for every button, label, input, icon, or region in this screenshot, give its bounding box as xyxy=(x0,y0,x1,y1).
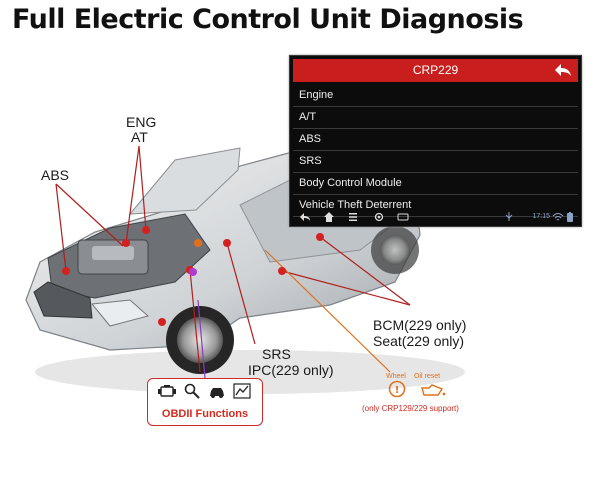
label-abs: ABS xyxy=(41,167,70,183)
battery-icon xyxy=(567,212,573,222)
ecu-dot-abs-front xyxy=(62,267,70,275)
list-item-at[interactable]: A/T xyxy=(293,107,578,129)
home-icon[interactable] xyxy=(323,211,335,223)
status-time: 17:15 xyxy=(532,213,550,220)
front-rim xyxy=(177,317,223,363)
ecu-dot-reset xyxy=(194,239,202,247)
callout-line-bcm-2 xyxy=(281,270,411,306)
rear-rim xyxy=(380,235,410,265)
callout-line-eng xyxy=(138,145,147,231)
vin-car-icon xyxy=(210,388,224,398)
ecu-dot-srs xyxy=(223,239,231,247)
obd-functions-label: OBDII Functions xyxy=(161,408,249,420)
keyboard-icon[interactable] xyxy=(397,211,409,223)
camera-icon[interactable] xyxy=(373,211,385,223)
label-seat: Seat(229 only) xyxy=(373,333,465,349)
callout-line-abs-1 xyxy=(55,183,67,272)
system-list: Engine A/T ABS SRS Body Control Module V… xyxy=(293,85,578,217)
maintenance-wrench-icon: ! xyxy=(388,380,406,398)
reset-support-note: (only CRP129/229 support) xyxy=(362,404,459,413)
list-item-srs[interactable]: SRS xyxy=(293,151,578,173)
callout-line-abs-2 xyxy=(55,183,124,247)
svg-text:!: ! xyxy=(395,385,400,396)
ecu-dot-seat xyxy=(278,267,286,275)
usb-icon xyxy=(505,212,513,221)
car-shadow xyxy=(35,350,465,394)
list-item-abs[interactable]: ABS xyxy=(293,129,578,151)
engine-check-icon xyxy=(158,385,176,397)
front-grille xyxy=(33,281,93,319)
label-ipc: IPC(229 only) xyxy=(248,362,334,378)
status-bar: 17:15 xyxy=(293,210,578,224)
callout-line-ipc xyxy=(189,269,201,373)
data-graph-icon xyxy=(233,383,251,399)
callout-line-obd xyxy=(197,299,206,379)
callout-line-srs xyxy=(226,242,256,345)
ecu-dot-abs-rear xyxy=(158,318,166,326)
label-at: AT xyxy=(131,129,148,145)
search-icon xyxy=(184,383,200,399)
page-title: Full Electric Control Unit Diagnosis xyxy=(12,4,524,35)
list-item-engine[interactable]: Engine xyxy=(293,85,578,107)
ecu-dot-bcm xyxy=(316,233,324,241)
ecu-dot-at xyxy=(122,239,130,247)
windshield xyxy=(128,147,241,215)
screen-title: CRP229 xyxy=(412,63,459,77)
back-arrow-icon[interactable] xyxy=(554,62,572,78)
obd-functions-panel: OBDII Functions xyxy=(147,378,263,426)
screen-header: CRP229 xyxy=(293,59,578,82)
headlight xyxy=(91,299,150,327)
reset-label-maintenance: Wheel xyxy=(386,373,406,380)
list-item-vehicle-theft-deterrent[interactable]: Vehicle Theft Deterrent xyxy=(293,195,578,217)
label-srs: SRS xyxy=(262,346,291,362)
menu-icon[interactable] xyxy=(347,211,359,223)
back-icon[interactable] xyxy=(299,211,311,223)
oil-can-icon xyxy=(421,384,446,396)
engine-cover xyxy=(92,246,134,260)
reset-label-oil: Oil reset xyxy=(414,373,441,380)
list-item-body-control-module[interactable]: Body Control Module xyxy=(293,173,578,195)
label-eng: ENG xyxy=(126,114,157,130)
ecu-dot-obd xyxy=(189,268,197,276)
scanner-screen: CRP229 Engine A/T ABS SRS Body Control M… xyxy=(289,55,582,227)
label-bcm: BCM(229 only) xyxy=(373,317,467,333)
wifi-icon xyxy=(552,213,564,221)
callout-line-bcm-1 xyxy=(319,236,411,306)
ecu-dot-engine xyxy=(142,226,150,234)
callout-line-at xyxy=(125,145,140,244)
